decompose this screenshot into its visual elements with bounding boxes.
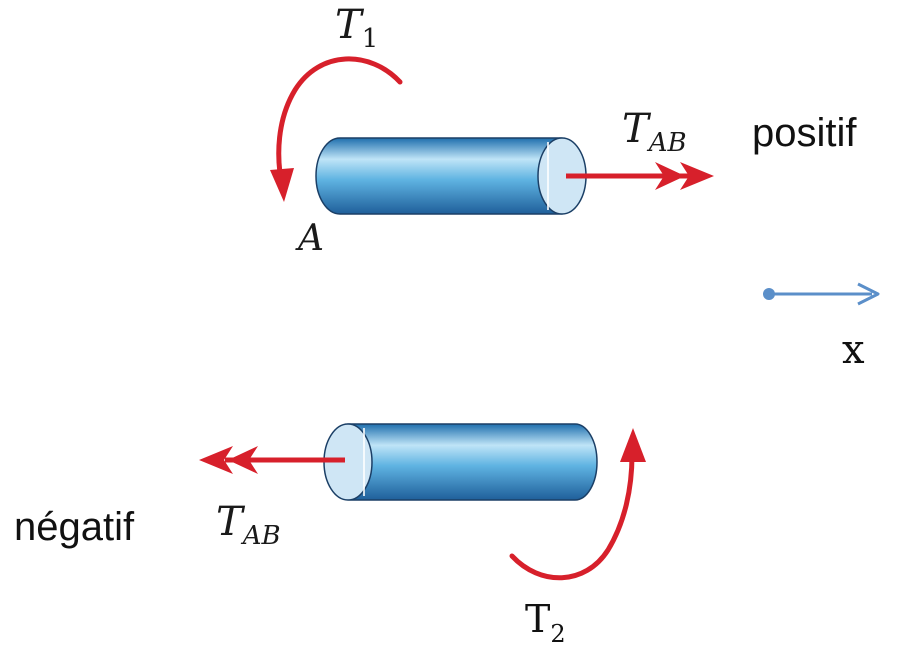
top-shaft-group	[270, 56, 714, 215]
x-axis-indicator	[763, 282, 880, 306]
bottom-tab-head-2-icon	[199, 446, 233, 474]
t1-torque-arrow	[276, 56, 403, 193]
negative-label: négatif	[14, 505, 135, 549]
axis-x-label: x	[842, 327, 865, 373]
top-tab-label: TAB	[622, 106, 687, 158]
t2-torque-arrow	[509, 452, 635, 581]
t1-label: T1	[335, 2, 378, 54]
bottom-tab-label: TAB	[216, 499, 281, 551]
top-tab-head-1-icon	[655, 162, 685, 190]
positive-label: positif	[752, 111, 857, 155]
top-tab-head-2-icon	[680, 162, 714, 190]
bottom-shaft-group	[199, 423, 646, 581]
point-a-label: A	[295, 218, 324, 259]
t2-label: T2	[525, 597, 566, 648]
t1-arrow-head-icon	[270, 168, 294, 202]
t2-arrow-head-icon	[620, 428, 646, 462]
axis-arrow-head-icon	[857, 282, 880, 306]
bottom-tab-head-1-icon	[228, 446, 258, 474]
